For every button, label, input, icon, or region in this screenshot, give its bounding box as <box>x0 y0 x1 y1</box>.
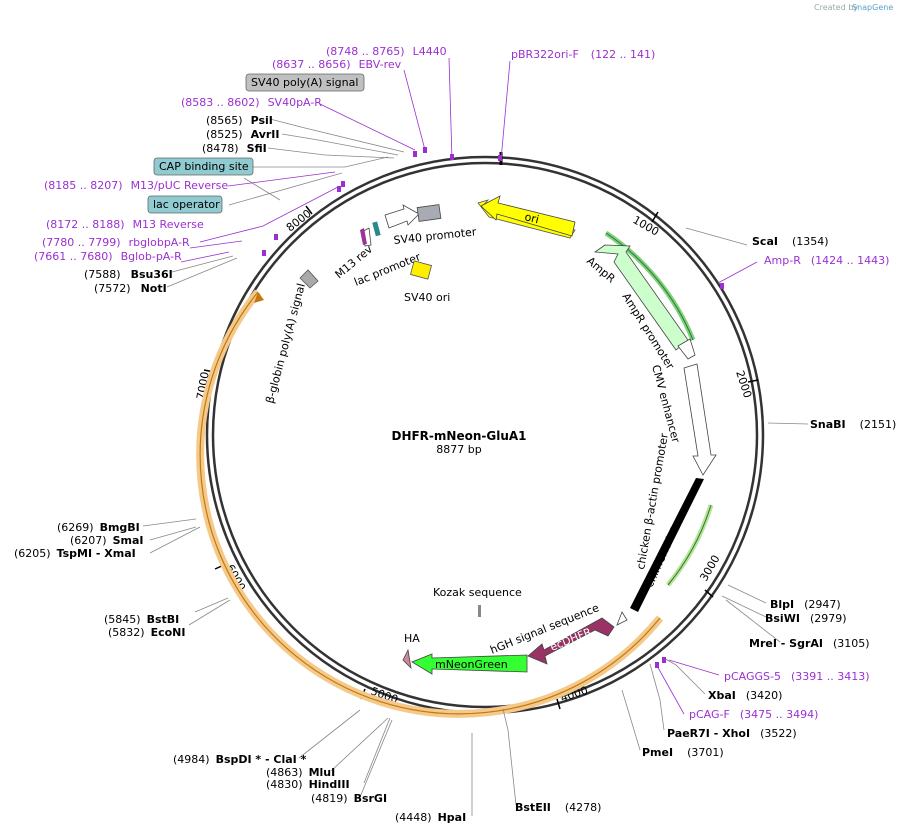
boxed-label-cap-binding-site[interactable]: CAP binding site <box>153 157 254 176</box>
tick-label-3000: 3000 <box>697 553 722 584</box>
feature-label-ampr: AmpR <box>584 254 618 285</box>
site-bstbi[interactable]: (5845)BstBI <box>104 613 179 626</box>
primer-rbglobpa-r[interactable]: (7780 .. 7799)rbglobpA-R <box>42 236 190 249</box>
site-psii[interactable]: (8565)PsiI <box>206 114 273 127</box>
feature-m13-rev[interactable] <box>360 228 367 245</box>
site-pmei[interactable]: PmeI(3701) <box>642 746 724 759</box>
boxed-label-sv40-polya[interactable]: SV40 poly(A) signal <box>245 73 365 92</box>
feature-label-cmv-enhancer: CMV enhancer <box>649 363 682 444</box>
site-avrii[interactable]: (8525)AvrII <box>206 128 279 141</box>
feature-label-kozak: Kozak sequence <box>433 586 522 599</box>
insert-region-arc <box>196 289 664 718</box>
feature-label-ha: HA <box>404 632 420 645</box>
site-bsteii[interactable]: BstEII(4278) <box>515 801 601 814</box>
feature-ampr-promoter[interactable] <box>677 338 696 360</box>
feature-kozak[interactable] <box>478 605 481 617</box>
svg-text:CAP binding site: CAP binding site <box>159 160 249 173</box>
feature-cba-promoter[interactable] <box>630 478 704 612</box>
svg-text:SV40 poly(A) signal: SV40 poly(A) signal <box>251 76 358 89</box>
feature-chimeric-intron[interactable] <box>616 611 628 626</box>
site-bmgbi[interactable]: (6269)BmgBI <box>57 521 140 534</box>
primer-l4440[interactable]: (8748 .. 8765)L4440 <box>326 45 447 58</box>
primer-marks <box>262 147 724 668</box>
site-tspmi-xmai[interactable]: (6205)TspMI - XmaI <box>14 547 136 560</box>
feature-ori-shape[interactable] <box>480 195 576 237</box>
primer-pbr322ori-f[interactable]: pBR322ori-F(122 .. 141) <box>511 48 655 61</box>
primer-m13-puc-reverse[interactable]: (8185 .. 8207)M13/pUC Reverse <box>44 179 228 192</box>
site-bsu36i[interactable]: (7588)Bsu36I <box>84 268 173 281</box>
site-scai[interactable]: ScaI(1354) <box>752 235 829 248</box>
plasmid-size: 8877 bp <box>436 443 481 456</box>
feature-ecdhfr[interactable] <box>527 617 615 665</box>
site-noti[interactable]: (7572)NotI <box>94 282 167 295</box>
feature-beta-globin-polya[interactable] <box>299 269 319 289</box>
primer-amp-r[interactable]: Amp-R(1424 .. 1443) <box>764 254 889 267</box>
svg-text:lac operator: lac operator <box>153 198 220 211</box>
primer-bglob-pa-r[interactable]: (7661 .. 7680)Bglob-pA-R <box>34 250 182 263</box>
boxed-label-lac-operator[interactable]: lac operator <box>147 195 223 214</box>
site-econi[interactable]: (5832)EcoNI <box>108 626 185 639</box>
primer-ebv-rev[interactable]: (8637 .. 8656)EBV-rev <box>272 58 402 71</box>
snapgene-logo: SnapGene <box>852 3 893 12</box>
backbone-inner <box>211 161 759 709</box>
site-bsiwi[interactable]: BsiWI(2979) <box>765 612 847 625</box>
primer-sv40pa-r[interactable]: (8583 .. 8602)SV40pA-R <box>181 96 322 109</box>
site-hpai[interactable]: (4448)HpaI <box>395 811 466 824</box>
site-bsrgi[interactable]: (4819)BsrGI <box>311 792 387 805</box>
insert-region-arc-line <box>199 291 661 715</box>
site-blpi[interactable]: BlpI(2947) <box>770 598 841 611</box>
primer-pcaggs-5[interactable]: pCAGGS-5(3391 .. 3413) <box>724 670 870 683</box>
plasmid-name: DHFR-mNeon-GluA1 <box>391 429 526 443</box>
feature-lac-operator-mark <box>372 221 381 237</box>
site-mlui[interactable]: (4863)MluI <box>266 766 335 779</box>
site-smai[interactable]: (6207)SmaI <box>70 534 143 547</box>
insert-region-arrowhead <box>254 292 264 303</box>
feature-label-beta-globin-polya: β-globin poly(A) signal <box>263 282 308 405</box>
feature-sv40-promoter[interactable] <box>384 204 420 229</box>
site-sfii[interactable]: (8478)SfiI <box>202 142 267 155</box>
feature-label-sv40-promoter: SV40 promoter <box>393 225 477 247</box>
site-xbai[interactable]: XbaI(3420) <box>708 689 782 702</box>
feature-sv40-polya[interactable] <box>416 204 442 222</box>
primer-pcag-f[interactable]: pCAG-F(3475 .. 3494) <box>689 708 818 721</box>
feature-sv40-ori[interactable] <box>410 260 432 280</box>
primer-m13-reverse[interactable]: (8172 .. 8188)M13 Reverse <box>46 218 204 231</box>
created-by-text: Created by <box>814 3 858 12</box>
feature-ampr[interactable] <box>593 244 689 351</box>
site-bspdi-clai[interactable]: (4984)BspDI * - ClaI * <box>173 753 307 766</box>
feature-mneongreen[interactable] <box>411 653 528 675</box>
feature-label-ori: ori <box>523 210 540 226</box>
site-snabi[interactable]: SnaBI(2151) <box>810 418 896 431</box>
feature-label-sv40-ori: SV40 ori <box>404 291 450 304</box>
site-hindiii[interactable]: (4830)HindIII <box>266 778 350 791</box>
site-mrei-sgrai[interactable]: MreI - SgrAI(3105) <box>749 637 870 650</box>
feature-ha[interactable] <box>402 648 412 670</box>
feature-cmv-enhancer[interactable] <box>683 363 717 476</box>
feature-label-mneongreen: mNeonGreen <box>435 658 508 671</box>
primer-leader-lines <box>180 57 758 715</box>
site-leader-lines <box>142 118 809 816</box>
site-paer7i-xhoi[interactable]: PaeR7I - XhoI(3522) <box>667 727 797 740</box>
